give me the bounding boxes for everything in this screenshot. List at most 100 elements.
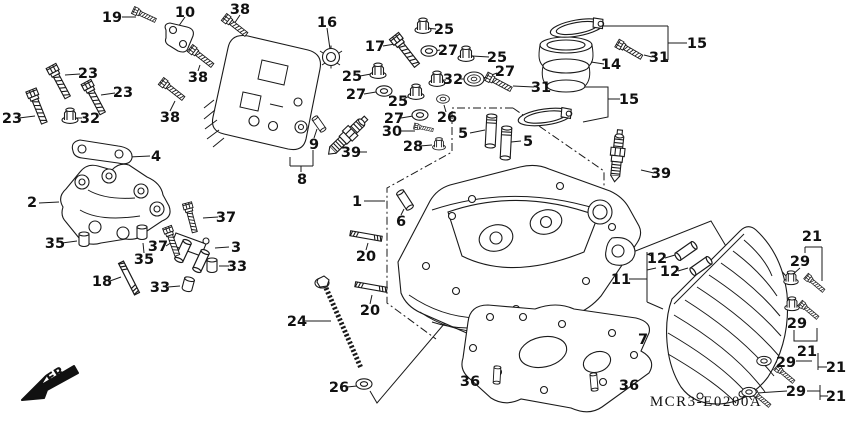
part-callout-25: 25	[434, 22, 454, 38]
part-callout-7: 7	[638, 332, 648, 348]
part-callout-29: 29	[776, 355, 796, 371]
nut-25c-icon	[369, 62, 387, 79]
front-direction-indicator: FR.	[21, 361, 79, 401]
valve-guide-a-drawing	[484, 113, 498, 149]
valve-guide-b-drawing	[499, 125, 513, 161]
part-callout-23: 23	[113, 85, 133, 101]
part-callout-16: 16	[317, 15, 337, 31]
cylinder-head-drawing	[397, 164, 642, 339]
washer-26b-icon	[355, 378, 373, 390]
part-callout-36: 36	[619, 378, 639, 394]
band-clamp-lower-drawing	[516, 104, 574, 130]
cover-dowel-12a-drawing	[673, 240, 699, 262]
bolt-37a-icon	[182, 201, 200, 234]
part-callout-6: 6	[396, 214, 406, 230]
long-bolt-24-drawing	[314, 275, 364, 370]
bolt-23c-icon	[25, 87, 50, 126]
dowel-36b-icon	[589, 372, 599, 392]
part-callout-27: 27	[495, 64, 515, 80]
part-callout-38: 38	[160, 110, 180, 126]
part-callout-25: 25	[388, 94, 408, 110]
bolt-30-icon	[413, 122, 435, 134]
grommet-drawing	[319, 45, 343, 69]
part-callout-1: 1	[352, 194, 362, 210]
part-callout-25: 25	[487, 50, 507, 66]
part-callout-23: 23	[78, 66, 98, 82]
part-callout-31: 31	[531, 80, 551, 96]
part-callout-38: 38	[230, 2, 250, 18]
part-callout-15: 15	[687, 36, 707, 52]
part-callout-21: 21	[802, 229, 822, 245]
part-callout-10: 10	[175, 5, 195, 21]
washer-26a-icon	[436, 94, 450, 104]
bolt-23a-icon	[45, 62, 74, 101]
part-callout-29: 29	[790, 254, 810, 270]
dowel-36a-icon	[492, 365, 502, 385]
part-callout-12: 12	[660, 264, 680, 280]
spark-plug-right-drawing	[607, 128, 628, 183]
part-callout-15: 15	[619, 92, 639, 108]
dowel-6-icon	[395, 188, 415, 212]
part-callout-5: 5	[458, 126, 468, 142]
part-callout-31: 31	[649, 50, 669, 66]
part-callout-27: 27	[346, 87, 366, 103]
part-callout-27: 27	[438, 43, 458, 59]
bolt-38b-icon	[186, 44, 216, 70]
part-callout-12: 12	[647, 251, 667, 267]
part-callout-9: 9	[309, 137, 319, 153]
part-callout-11: 11	[611, 272, 631, 288]
head-cover-drawing	[203, 34, 322, 151]
part-callout-20: 20	[360, 303, 380, 319]
cap-35b-icon	[136, 224, 148, 241]
part-callout-18: 18	[92, 274, 112, 290]
part-callout-33: 33	[150, 280, 170, 296]
part-callout-3: 3	[231, 240, 241, 256]
nut-29a-icon	[783, 270, 799, 286]
part-callout-33: 33	[227, 259, 247, 275]
part-callout-23: 23	[2, 111, 22, 127]
bolt-38c-icon	[157, 77, 187, 103]
nut-32a-icon	[61, 107, 79, 124]
nut-25d-icon	[407, 83, 425, 100]
part-callout-19: 19	[102, 10, 122, 26]
part-callout-32: 32	[80, 111, 100, 127]
part-callout-38: 38	[188, 70, 208, 86]
part-callout-29: 29	[786, 384, 806, 400]
part-callout-35: 35	[134, 252, 154, 268]
part-callout-30: 30	[382, 124, 402, 140]
front-arrow-icon	[21, 365, 79, 401]
cap-35a-icon	[78, 231, 90, 248]
part-callout-14: 14	[601, 57, 621, 73]
part-callout-20: 20	[356, 249, 376, 265]
part-callout-39: 39	[341, 145, 361, 161]
cap-33a-icon	[206, 257, 218, 274]
nut-25a-icon	[414, 17, 432, 34]
bolt-29a-icon	[803, 272, 827, 294]
part-callout-25: 25	[342, 69, 362, 85]
part-callout-21: 21	[826, 360, 846, 376]
part-callout-28: 28	[403, 139, 423, 155]
rocker-arm-assembly-drawing	[60, 163, 171, 245]
washer-27a-icon	[420, 45, 438, 57]
nut-28-icon	[432, 137, 446, 151]
diagram-code: MCR3-E0200A	[650, 394, 762, 410]
intake-insulator-drawing	[538, 36, 594, 93]
part-callout-4: 4	[151, 149, 161, 165]
part-callout-5: 5	[523, 134, 533, 150]
part-callout-8: 8	[297, 172, 307, 188]
part-callout-29: 29	[787, 316, 807, 332]
cover-dowel-9-drawing	[311, 114, 327, 134]
bolt-19-icon	[130, 6, 158, 25]
part-callout-24: 24	[287, 314, 307, 330]
stay-bracket-drawing	[164, 22, 194, 53]
cap-33b-icon	[180, 275, 196, 294]
washer-29c-icon	[756, 355, 772, 367]
part-callout-32: 32	[443, 72, 463, 88]
part-callout-2: 2	[27, 195, 37, 211]
nut-25b-icon	[457, 45, 475, 62]
part-callout-27: 27	[384, 111, 404, 127]
part-callout-17: 17	[365, 39, 385, 55]
head-gasket-drawing	[461, 304, 653, 413]
